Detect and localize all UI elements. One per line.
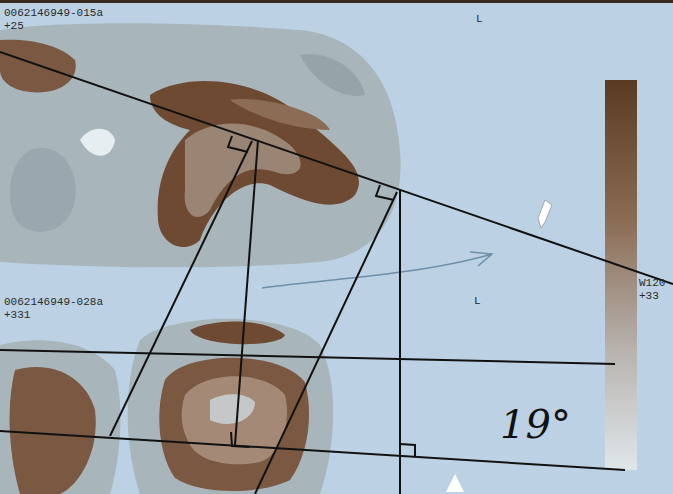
film-edge (0, 0, 673, 3)
measurement-lines (0, 52, 673, 494)
scan-id: 0062146949-028a (4, 297, 103, 308)
grey-scale-bar (605, 80, 637, 470)
slice-position: +25 (4, 21, 24, 32)
window-level: +33 (639, 291, 659, 302)
side-marker: L (476, 14, 483, 25)
slice-position: +331 (4, 310, 30, 321)
pen-stroke (262, 252, 492, 288)
hip-slice (0, 23, 401, 267)
angle-value: 19° (500, 404, 571, 444)
side-marker: L (474, 296, 481, 307)
window-width: W120 (639, 278, 665, 289)
arrow-marker (538, 200, 552, 228)
scan-id: 0062146949-015a (4, 8, 103, 19)
triangle-marker (446, 474, 464, 492)
knee-slice (0, 319, 333, 494)
